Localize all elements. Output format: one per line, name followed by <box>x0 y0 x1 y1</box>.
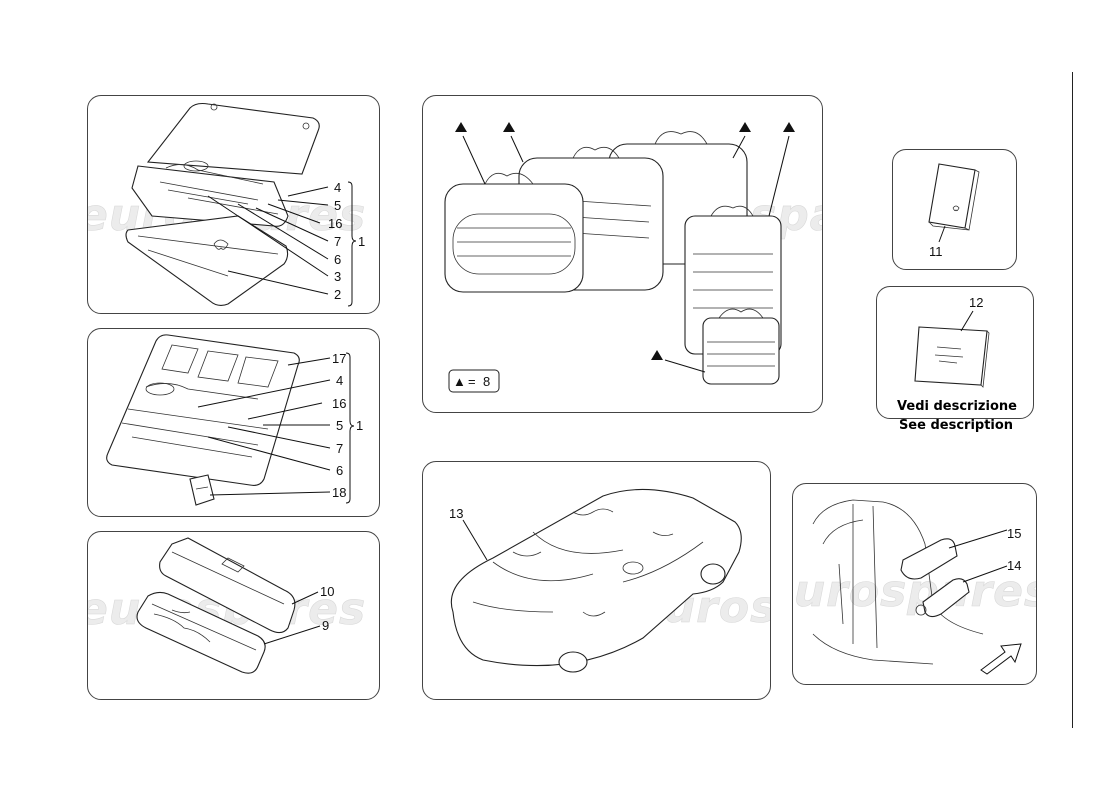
car-cover-leader <box>462 519 488 561</box>
watermark: eurospares <box>793 566 1036 617</box>
panel-bags[interactable]: eurospares 10 9 <box>87 531 380 700</box>
callout-6: 6 <box>336 463 343 478</box>
manual-drawing <box>928 163 980 231</box>
legend-equals: = <box>468 374 476 389</box>
panel-documents[interactable]: 12 Vedi descrizione <box>876 286 1034 419</box>
callout-15: 15 <box>1007 526 1021 541</box>
panel-tool-tray[interactable]: 17 4 16 5 7 6 18 1 <box>87 328 380 517</box>
callout-16: 16 <box>328 216 342 231</box>
bags-leaders <box>263 591 321 645</box>
callout-7: 7 <box>336 441 343 456</box>
description-english: See description <box>898 418 1014 433</box>
trunk-leaders <box>948 529 1008 583</box>
callout-18: 18 <box>332 485 346 500</box>
bags-drawing <box>136 537 296 674</box>
description-italian: Vedi descrizione <box>897 399 1017 414</box>
callout-group-1: 1 <box>356 418 363 433</box>
car-cover-drawing <box>450 488 742 673</box>
luggage-drawing <box>444 131 782 385</box>
arrow-icon <box>980 643 1022 675</box>
callout-12: 12 <box>969 295 983 310</box>
callout-5: 5 <box>336 418 343 433</box>
right-margin-rule <box>1072 72 1073 728</box>
luggage-markers <box>455 122 795 373</box>
callout-2: 2 <box>334 287 341 302</box>
callout-14: 14 <box>1007 558 1021 573</box>
callout-9: 9 <box>322 618 329 633</box>
panel-trunk-kit[interactable]: eurospares 15 14 <box>792 483 1037 685</box>
panel-toolkit-case[interactable]: eurospares 4 5 16 7 6 3 2 1 <box>87 95 380 314</box>
callout-group-1: 1 <box>358 234 365 249</box>
callout-17: 17 <box>332 351 346 366</box>
documents-leader <box>960 310 974 332</box>
callout-4: 4 <box>334 180 341 195</box>
toolkit-case-leaders <box>207 181 357 307</box>
callout-5: 5 <box>334 198 341 213</box>
documents-drawing <box>914 326 990 388</box>
tool-tray-leaders <box>197 352 355 504</box>
legend-symbol: ▲ <box>453 374 466 389</box>
legend-value: 8 <box>483 374 490 389</box>
panel-manual[interactable]: 11 <box>892 149 1017 270</box>
tool-tray-drawing <box>106 334 300 506</box>
callout-6: 6 <box>334 252 341 267</box>
callout-13: 13 <box>449 506 463 521</box>
callout-4: 4 <box>336 373 343 388</box>
callout-7: 7 <box>334 234 341 249</box>
callout-10: 10 <box>320 584 334 599</box>
panel-car-cover[interactable]: eurospares 13 <box>422 461 771 700</box>
luggage-legend: ▲ = 8 <box>448 369 500 393</box>
callout-11: 11 <box>929 244 943 259</box>
callout-3: 3 <box>334 269 341 284</box>
panel-luggage-set[interactable]: eurospares <box>422 95 823 413</box>
trunk-drawing <box>812 499 984 665</box>
manual-leader <box>938 225 946 243</box>
callout-16: 16 <box>332 396 346 411</box>
